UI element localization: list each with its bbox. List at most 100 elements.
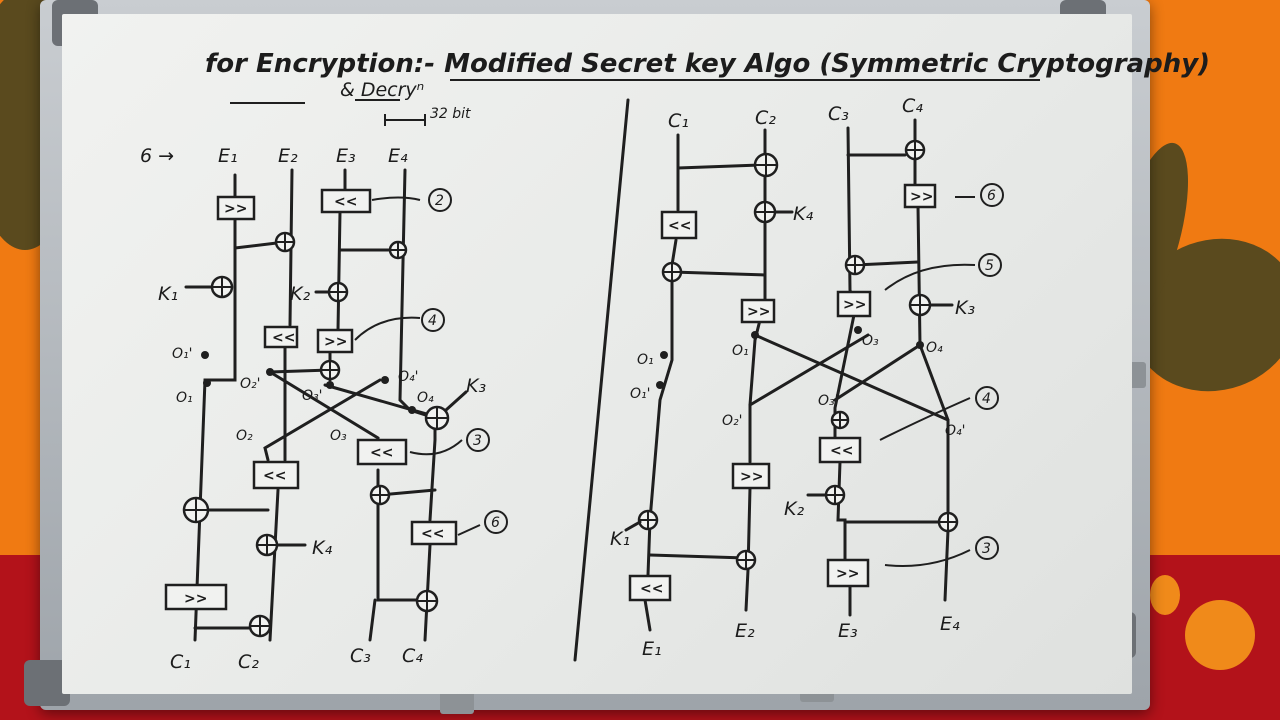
right-link: [648, 553, 748, 560]
left-input-prefix: 6 →: [140, 145, 174, 167]
left-key-k4: K₄: [312, 537, 332, 559]
right-shift-box: [660, 210, 698, 240]
xor-icon: [417, 591, 437, 611]
left-wire-3b: [376, 468, 427, 602]
left-step-number: 2: [435, 193, 444, 209]
right-step-circle: [975, 386, 999, 410]
left-shift-label: <<: [272, 330, 295, 346]
right-link: [853, 260, 920, 267]
left-shift-label: >>: [324, 334, 347, 350]
right-shift-box: [628, 574, 672, 602]
right-key-k1: K₁: [610, 528, 630, 550]
right-cross-wire: [748, 333, 870, 407]
left-op-label: O₂': [240, 376, 260, 392]
left-junction-dot: [201, 351, 209, 359]
bit-bracket: [384, 114, 426, 126]
right-shift-label: <<: [830, 443, 853, 459]
left-op-label: O₁: [176, 390, 193, 406]
right-shift-box: [818, 436, 862, 464]
left-shift-box: [410, 520, 458, 546]
right-shift-box: [836, 290, 872, 318]
right-junction-dot: [854, 326, 862, 334]
right-shift-box: [826, 558, 870, 588]
xor-icon: [846, 256, 864, 274]
left-op-label: O₄': [398, 369, 418, 385]
right-key-wire: [624, 520, 642, 532]
right-step-number: 3: [982, 541, 991, 557]
background-dot: [1150, 575, 1180, 615]
section-divider: [573, 98, 630, 662]
left-op-label: O₃: [330, 428, 347, 444]
right-shift-label: >>: [747, 304, 770, 320]
left-input-e1: E₁: [218, 145, 238, 167]
left-key-k3: K₃: [466, 375, 486, 397]
xor-icon: [390, 242, 406, 258]
right-input-c4: C₄: [902, 95, 923, 117]
left-shift-label: >>: [224, 201, 247, 217]
left-step-circle: [428, 188, 452, 212]
right-input-c3: C₃: [828, 103, 849, 125]
xor-icon: [329, 283, 347, 301]
subtitle: & Decryⁿ: [340, 79, 424, 101]
left-key-wire: [444, 390, 468, 412]
left-step-circle: [484, 510, 508, 534]
left-output-c3: C₃: [350, 645, 371, 667]
right-shift-label: <<: [640, 581, 663, 597]
left-shift-label: <<: [421, 526, 444, 542]
left-shift-label: >>: [184, 591, 207, 607]
left-step-number: 6: [491, 515, 500, 531]
xor-icon: [426, 407, 448, 429]
left-shift-box: [164, 583, 228, 611]
right-op-label: O₄: [926, 340, 943, 356]
left-op-label: O₁': [172, 346, 192, 362]
right-shift-label: >>: [910, 189, 933, 205]
right-op-label: O₁': [630, 386, 650, 402]
right-shift-label: <<: [668, 218, 691, 234]
right-step-pointer: [884, 263, 976, 291]
right-cross-wire: [753, 333, 950, 422]
right-diagram: C₁ C₂ C₃ C₄ << >> >> >> << >> << >: [610, 95, 1004, 660]
xor-icon: [663, 263, 681, 281]
right-shift-box: [740, 298, 776, 324]
left-wire-3c: [368, 598, 377, 642]
xor-icon: [939, 513, 957, 531]
xor-icon: [737, 551, 755, 569]
left-key-k1: K₁: [158, 283, 178, 305]
right-step-number: 5: [985, 258, 994, 274]
right-input-c2: C₂: [755, 107, 776, 129]
right-step-pointer: [879, 397, 971, 441]
left-step-circle: [421, 308, 445, 332]
right-shift-box: [903, 183, 937, 209]
left-junction-dot: [381, 376, 389, 384]
xor-icon: [906, 141, 924, 159]
right-op-label: O₃': [818, 393, 838, 409]
right-junction-dot: [916, 341, 924, 349]
right-op-label: O₂': [722, 413, 742, 429]
left-wire-1: [193, 173, 237, 642]
left-step-number: 3: [473, 433, 482, 449]
left-junction-dot: [266, 368, 274, 376]
right-shift-label: >>: [740, 469, 763, 485]
right-cross-wire: [833, 343, 922, 402]
whiteboard-surface: [62, 14, 1132, 694]
xor-icon: [832, 412, 848, 428]
xor-icon: [639, 511, 657, 529]
right-output-e3: E₃: [838, 620, 858, 642]
right-step-circle: [978, 253, 1002, 277]
right-junction-dot: [656, 381, 664, 389]
xor-icon: [276, 233, 294, 251]
left-step-number: 4: [428, 313, 437, 329]
xor-icon: [184, 498, 208, 522]
left-junction-dot: [326, 381, 334, 389]
left-op-label: O₃': [302, 388, 322, 404]
right-key-k4: K₄: [793, 203, 813, 225]
right-op-label: O₁: [732, 343, 749, 359]
right-junction-dot: [751, 331, 759, 339]
left-op-label: O₄: [417, 390, 434, 406]
left-shift-box: [263, 325, 299, 349]
left-junction-dot: [203, 379, 211, 387]
left-step-circle: [466, 428, 490, 452]
page-title: for Encryption:- Modified Secret key Alg…: [205, 49, 1210, 79]
left-output-c1: C₁: [170, 651, 191, 673]
left-output-c4: C₄: [402, 645, 423, 667]
